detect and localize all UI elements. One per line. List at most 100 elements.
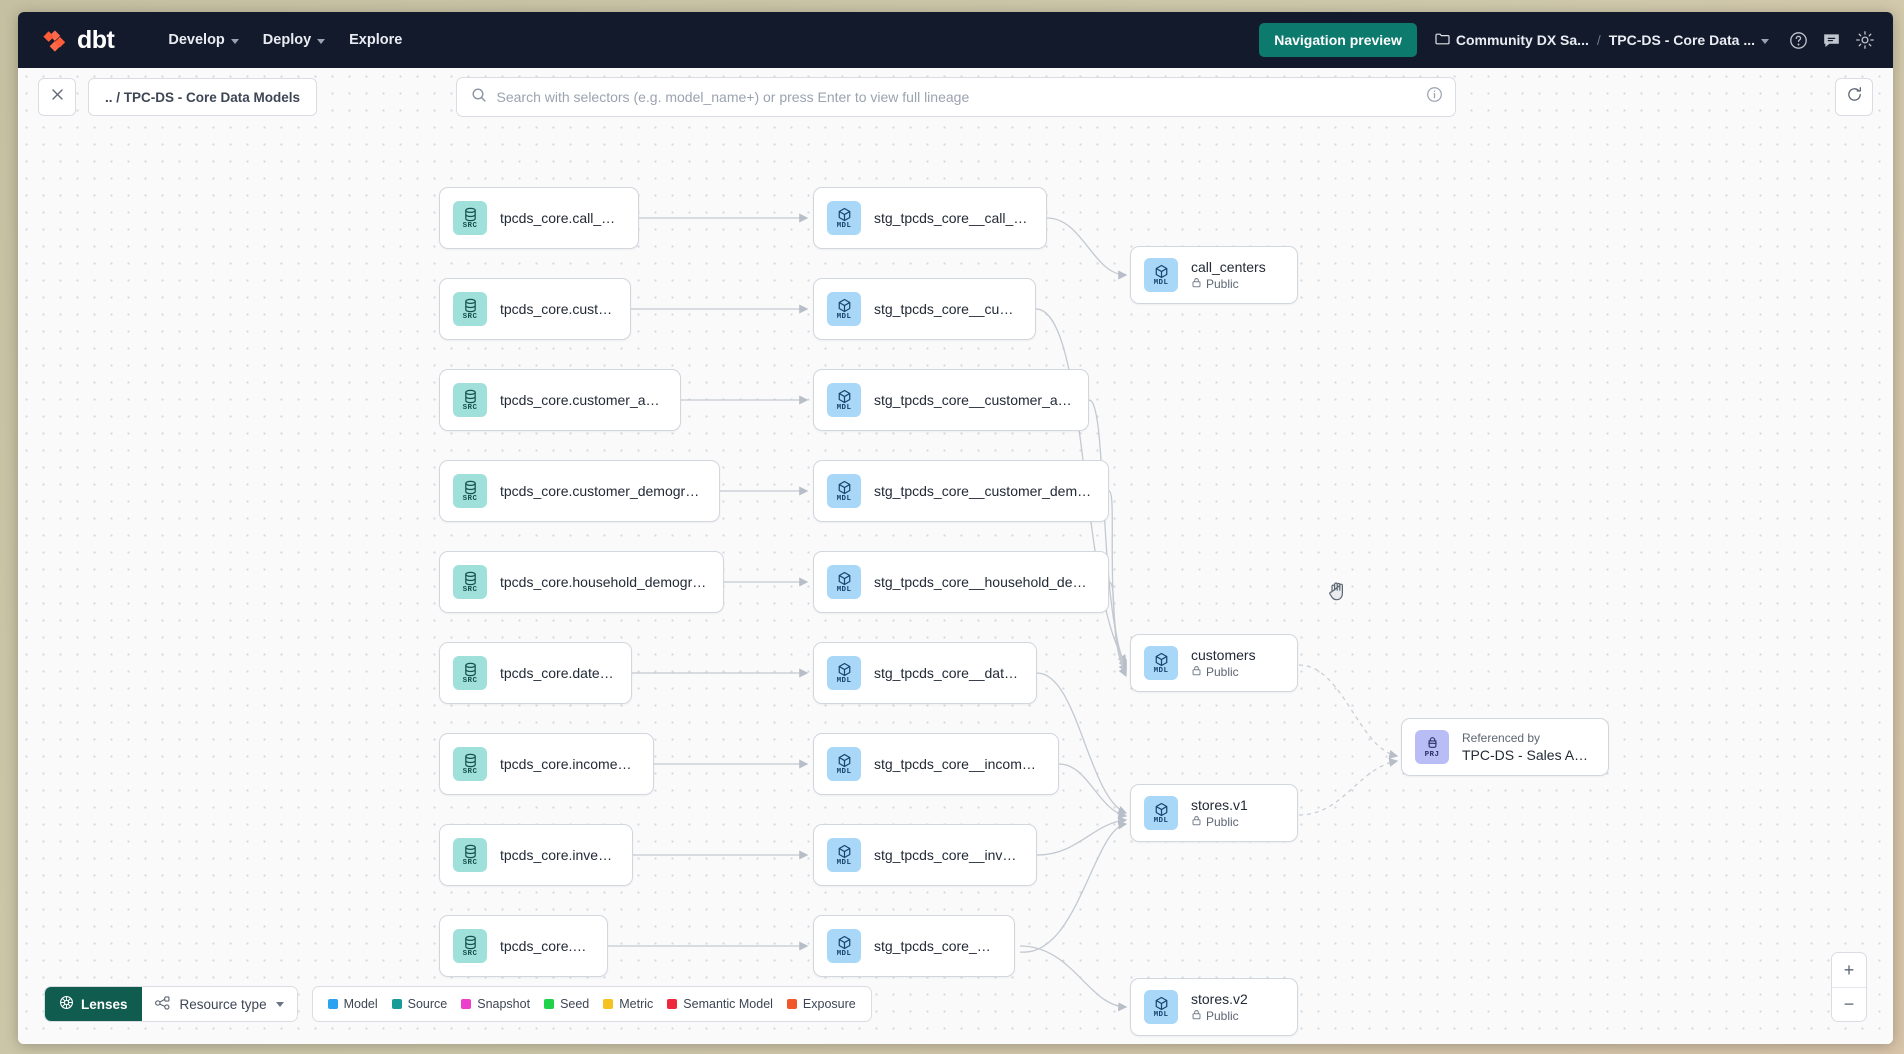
- lineage-node-source[interactable]: SRC tpcds_core.income_band: [439, 733, 654, 795]
- lineage-node-model[interactable]: MDL stg_tpcds_core__date_dim: [813, 642, 1037, 704]
- node-label: stores.v2: [1191, 991, 1248, 1007]
- node-body: Referenced by TPC-DS - Sales Analytics: [1462, 731, 1592, 763]
- model-badge-icon: MDL: [1144, 796, 1178, 830]
- model-badge-icon: MDL: [827, 201, 861, 235]
- lineage-node-public-model[interactable]: MDL stores.v2 Public: [1130, 978, 1298, 1036]
- node-label: stg_tpcds_core__store: [874, 938, 998, 954]
- node-body: stores.v2 Public: [1191, 991, 1248, 1023]
- node-access: Public: [1191, 815, 1248, 829]
- breadcrumb-account[interactable]: Community DX Sa...: [1435, 32, 1589, 48]
- node-kicker: Referenced by: [1462, 731, 1541, 745]
- lineage-node-public-model[interactable]: MDL call_centers Public: [1130, 246, 1298, 304]
- lineage-node-model[interactable]: MDL stg_tpcds_core__call_center: [813, 187, 1047, 249]
- lineage-node-source[interactable]: SRC tpcds_core.household_demographics: [439, 551, 724, 613]
- lenses-button[interactable]: Lenses: [45, 987, 142, 1021]
- legend-item-source: Source: [391, 997, 447, 1011]
- node-label: stg_tpcds_core__date_dim: [874, 665, 1020, 681]
- search-input[interactable]: [496, 89, 1416, 105]
- badge-label: PRJ: [1424, 750, 1440, 759]
- legend-swatch: [391, 999, 402, 1009]
- node-label: stg_tpcds_core__customer_demogra...: [874, 483, 1092, 499]
- legend-swatch: [603, 999, 614, 1009]
- lineage-node-source[interactable]: SRC tpcds_core.customer_demographics: [439, 460, 720, 522]
- badge-label: SRC: [462, 858, 478, 867]
- node-label: stg_tpcds_core__household_demogr...: [874, 574, 1092, 590]
- lineage-node-source[interactable]: SRC tpcds_core.call_center: [439, 187, 639, 249]
- lineage-node-source[interactable]: SRC tpcds_core.date_dim: [439, 642, 632, 704]
- node-access: Public: [1191, 277, 1266, 291]
- project-badge-icon: PRJ: [1415, 730, 1449, 764]
- badge-label: SRC: [462, 494, 478, 503]
- nav-explore-label: Explore: [349, 32, 403, 48]
- legend-swatch: [327, 999, 338, 1009]
- lineage-node-model[interactable]: MDL stg_tpcds_core__inventory: [813, 824, 1037, 886]
- feedback-icon[interactable]: [1822, 31, 1841, 50]
- lineage-node-model[interactable]: MDL stg_tpcds_core__household_demogr...: [813, 551, 1109, 613]
- badge-label: MDL: [1153, 1010, 1169, 1019]
- lock-icon: [1191, 1009, 1202, 1023]
- zoom-in-button[interactable]: +: [1843, 959, 1855, 980]
- lineage-node-public-model[interactable]: MDL customers Public: [1130, 634, 1298, 692]
- lineage-search-bar[interactable]: [455, 77, 1456, 117]
- nav-deploy[interactable]: Deploy: [251, 25, 337, 55]
- node-label: tpcds_core.date_dim: [500, 665, 615, 681]
- lineage-node-source[interactable]: SRC tpcds_core.customer_address: [439, 369, 681, 431]
- navigation-preview-button[interactable]: Navigation preview: [1259, 23, 1417, 57]
- gear-icon[interactable]: [1855, 30, 1875, 50]
- lenses-icon: [59, 995, 74, 1013]
- source-badge-icon: SRC: [453, 201, 487, 235]
- node-access-label: Public: [1206, 277, 1239, 291]
- lineage-node-model[interactable]: MDL stg_tpcds_core__store: [813, 915, 1015, 977]
- model-badge-icon: MDL: [827, 292, 861, 326]
- lineage-node-source[interactable]: SRC tpcds_core.store: [439, 915, 608, 977]
- badge-label: MDL: [836, 676, 852, 685]
- zoom-out-button[interactable]: −: [1832, 987, 1866, 1021]
- breadcrumb-project[interactable]: TPC-DS - Core Data ...: [1609, 32, 1769, 48]
- header-icon-group: [1789, 30, 1875, 50]
- node-body: tpcds_core.customer_address: [500, 392, 664, 408]
- node-label: tpcds_core.customer_address: [500, 392, 664, 408]
- lens-group: Lenses Resource type: [44, 986, 298, 1022]
- brand-name: dbt: [77, 25, 115, 54]
- nav-develop[interactable]: Develop: [156, 25, 250, 55]
- lineage-node-model[interactable]: MDL stg_tpcds_core__customer: [813, 278, 1036, 340]
- model-badge-icon: MDL: [827, 747, 861, 781]
- lineage-node-model[interactable]: MDL stg_tpcds_core__income_band: [813, 733, 1059, 795]
- legend-label: Metric: [619, 997, 654, 1011]
- badge-label: SRC: [462, 312, 478, 321]
- legend-swatch: [667, 999, 678, 1009]
- node-body: stg_tpcds_core__household_demogr...: [874, 574, 1092, 590]
- lineage-node-source[interactable]: SRC tpcds_core.customer: [439, 278, 631, 340]
- refresh-button[interactable]: [1835, 78, 1873, 116]
- lock-icon: [1191, 277, 1202, 291]
- help-circle-icon[interactable]: [1789, 31, 1808, 50]
- lineage-canvas[interactable]: SRC tpcds_core.call_center SRC tpcds_cor…: [18, 68, 1893, 1044]
- node-label: stores.v1: [1191, 797, 1248, 813]
- breadcrumb-project-label: TPC-DS - Core Data ...: [1608, 32, 1755, 48]
- node-label: stg_tpcds_core__inventory: [874, 847, 1020, 863]
- lineage-node-model[interactable]: MDL stg_tpcds_core__customer_demogra...: [813, 460, 1109, 522]
- badge-label: MDL: [1153, 816, 1169, 825]
- lineage-node-project[interactable]: PRJ Referenced by TPC-DS - Sales Analyti…: [1401, 718, 1609, 776]
- badge-label: SRC: [462, 767, 478, 776]
- node-body: tpcds_core.household_demographics: [500, 574, 707, 590]
- lineage-node-source[interactable]: SRC tpcds_core.inventory: [439, 824, 633, 886]
- resource-type-filter[interactable]: Resource type: [141, 987, 297, 1021]
- node-body: stg_tpcds_core__date_dim: [874, 665, 1020, 681]
- node-body: call_centers Public: [1191, 259, 1266, 291]
- source-badge-icon: SRC: [453, 929, 487, 963]
- lineage-breadcrumb-chip[interactable]: .. / TPC-DS - Core Data Models: [88, 78, 318, 116]
- nav-explore[interactable]: Explore: [337, 25, 414, 55]
- legend-label: Snapshot: [477, 997, 531, 1011]
- lineage-node-public-model[interactable]: MDL stores.v1 Public: [1130, 784, 1298, 842]
- info-icon[interactable]: [1426, 86, 1443, 108]
- badge-label: MDL: [836, 585, 852, 594]
- dbt-mark-icon: [40, 25, 70, 55]
- lineage-node-model[interactable]: MDL stg_tpcds_core__customer_address: [813, 369, 1089, 431]
- dbt-logo[interactable]: dbt: [40, 25, 115, 55]
- close-button[interactable]: [38, 78, 76, 116]
- legend-swatch: [786, 999, 797, 1009]
- model-badge-icon: MDL: [827, 383, 861, 417]
- node-label: tpcds_core.household_demographics: [500, 574, 707, 590]
